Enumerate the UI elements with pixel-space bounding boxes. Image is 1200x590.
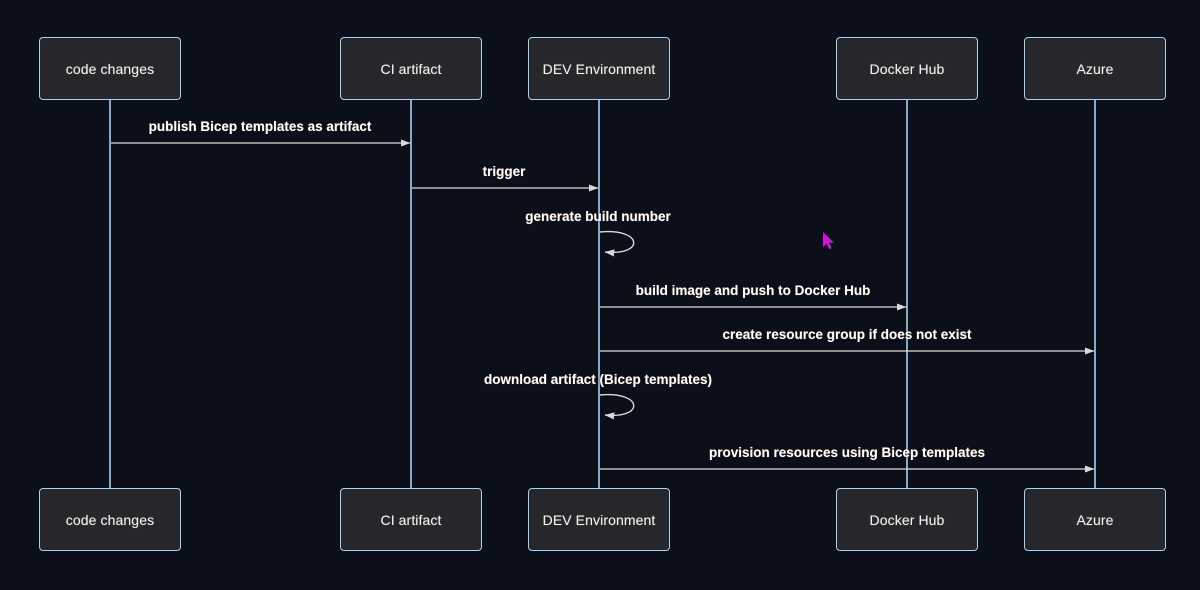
participant-box-code-changes-top[interactable]: code changes bbox=[39, 37, 181, 100]
message-label-generate-build-number: generate build number bbox=[525, 209, 671, 224]
message-selfloop-download-artifact bbox=[599, 393, 635, 420]
participant-label-code-changes: code changes bbox=[65, 511, 155, 528]
message-label-provision-resources: provision resources using Bicep template… bbox=[708, 445, 986, 460]
participant-box-code-changes-bottom[interactable]: code changes bbox=[39, 488, 181, 551]
participant-label-dev-environment: DEV Environment bbox=[542, 60, 656, 77]
participant-label-docker-hub: Docker Hub bbox=[869, 511, 945, 528]
message-selfloop-generate-build-number bbox=[599, 230, 635, 257]
participant-box-dev-environment-top[interactable]: DEV Environment bbox=[528, 37, 670, 100]
participant-label-azure: Azure bbox=[1076, 511, 1114, 528]
participant-label-ci-artifact: CI artifact bbox=[380, 60, 442, 77]
participant-label-code-changes: code changes bbox=[65, 60, 155, 77]
participant-box-docker-hub-top[interactable]: Docker Hub bbox=[836, 37, 978, 100]
message-label-create-resource-group: create resource group if does not exist bbox=[722, 327, 972, 342]
message-label-publish-bicep-templates: publish Bicep templates as artifact bbox=[148, 119, 372, 134]
participant-label-azure: Azure bbox=[1076, 60, 1114, 77]
lifelines-group bbox=[109, 100, 1096, 488]
message-label-trigger: trigger bbox=[482, 164, 526, 179]
participant-box-azure-bottom[interactable]: Azure bbox=[1024, 488, 1166, 551]
participant-box-docker-hub-bottom[interactable]: Docker Hub bbox=[836, 488, 978, 551]
participant-label-docker-hub: Docker Hub bbox=[869, 60, 945, 77]
messages-group bbox=[111, 139, 1095, 473]
message-label-download-artifact: download artifact (Bicep templates) bbox=[483, 372, 713, 387]
participant-box-dev-environment-bottom[interactable]: DEV Environment bbox=[528, 488, 670, 551]
participant-label-ci-artifact: CI artifact bbox=[380, 511, 442, 528]
participant-label-dev-environment: DEV Environment bbox=[542, 511, 656, 528]
participant-box-azure-top[interactable]: Azure bbox=[1024, 37, 1166, 100]
participant-box-ci-artifact-top[interactable]: CI artifact bbox=[340, 37, 482, 100]
participant-box-ci-artifact-bottom[interactable]: CI artifact bbox=[340, 488, 482, 551]
message-label-build-image-push-docker-hub: build image and push to Docker Hub bbox=[635, 283, 871, 298]
